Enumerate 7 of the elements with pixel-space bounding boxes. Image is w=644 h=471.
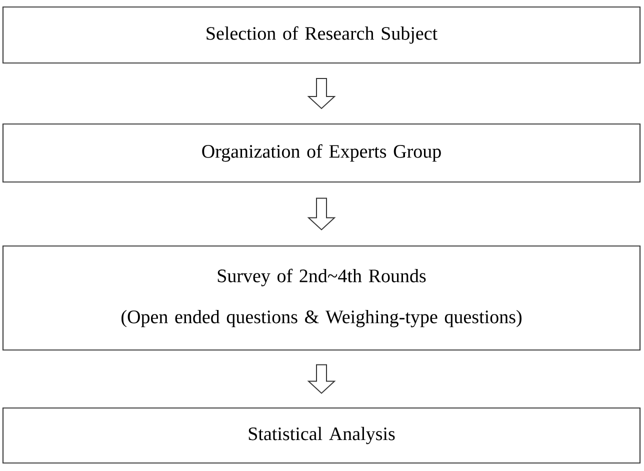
block-arrow xyxy=(307,78,336,110)
process-box: Survey of 2nd~4th Rounds (Open ended questions & Weighing-type questions) xyxy=(2,245,641,351)
process-box: Statistical Analysis xyxy=(2,407,641,464)
block-arrow xyxy=(307,198,336,230)
process-box: Selection of Research Subject xyxy=(2,6,641,64)
process-box: Organization of Experts Group xyxy=(2,123,641,183)
block-arrow xyxy=(307,364,336,394)
